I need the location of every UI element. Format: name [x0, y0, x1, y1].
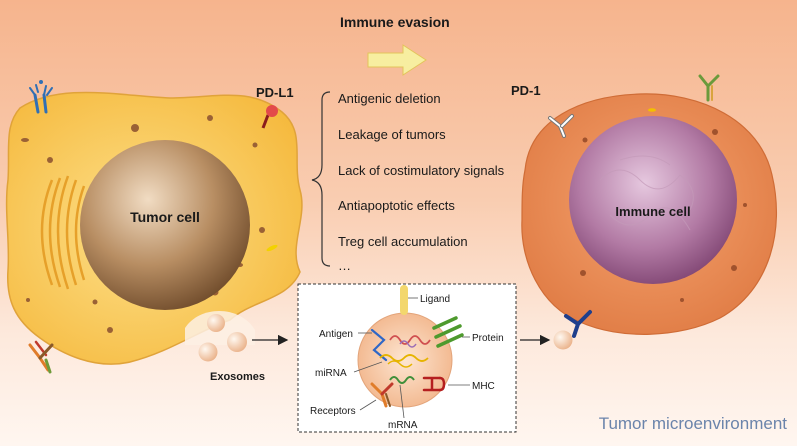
mechanism-ellipsis: … — [338, 258, 351, 273]
mhc-icon — [422, 376, 446, 392]
chromatin — [599, 155, 694, 231]
tumor-nucleus — [80, 140, 250, 310]
mirna-icon — [379, 354, 429, 362]
tumor-microenvironment-caption: Tumor microenvironment — [598, 414, 787, 433]
mrna-icon — [389, 376, 415, 384]
exosome-detail-panel: Ligand Antigen Protein miRNA MHC Recepto… — [297, 283, 517, 433]
tumor-cell: Tumor cell — [5, 91, 303, 365]
immune-nucleus — [569, 116, 737, 284]
exosome-particle — [227, 332, 247, 352]
protein-label: Protein — [472, 333, 504, 344]
exosome-particles — [198, 314, 247, 362]
mechanism-tumor-leakage: Leakage of tumors — [338, 127, 446, 142]
antigen-icon — [370, 328, 388, 362]
pdl1-label: PD-L1 — [256, 85, 294, 100]
exosome-particle-docked — [553, 330, 573, 350]
exosomes-caption: Exosomes — [210, 371, 265, 383]
pdl1-receptor — [261, 105, 278, 129]
ligand-label: Ligand — [420, 294, 450, 305]
pd1-receptor-icon — [548, 114, 574, 138]
mrna-label: mRNA — [388, 420, 418, 431]
rna-squiggle-red — [389, 335, 431, 345]
ligand-icon — [400, 285, 408, 315]
immune-top-receptor-icon — [698, 74, 720, 102]
tumor-receptor-icon — [28, 340, 54, 374]
immune-cell: Immune cell — [521, 93, 778, 335]
mechanism-antiapoptotic: Antiapoptotic effects — [338, 198, 455, 213]
immune-evasion-arrow — [367, 44, 427, 76]
pd1-label: PD-1 — [511, 83, 541, 98]
mirna-label: miRNA — [315, 368, 347, 379]
exosome-particle — [198, 342, 218, 362]
immune-evasion-title: Immune evasion — [340, 14, 450, 30]
receptors-label: Receptors — [310, 406, 356, 417]
receptors-icon — [370, 382, 394, 408]
mechanisms-brace — [311, 91, 331, 267]
immune-cell-label: Immune cell — [615, 204, 690, 219]
protein-icon — [432, 316, 464, 348]
antigen-label: Antigen — [319, 329, 353, 340]
mechanism-treg: Treg cell accumulation — [338, 234, 468, 249]
blue-receptor-icon — [29, 80, 53, 114]
mechanism-antigenic-deletion: Antigenic deletion — [338, 91, 441, 106]
exosome-particle — [207, 314, 225, 332]
mhc-label: MHC — [472, 381, 495, 392]
golgi-apparatus — [40, 175, 86, 290]
mechanism-costimulatory: Lack of costimulatory signals — [338, 163, 505, 178]
immune-organelles — [580, 108, 747, 302]
immune-bottom-receptor-icon — [564, 310, 592, 338]
yellow-vesicle — [266, 244, 278, 252]
tumor-cell-label: Tumor cell — [130, 209, 200, 225]
